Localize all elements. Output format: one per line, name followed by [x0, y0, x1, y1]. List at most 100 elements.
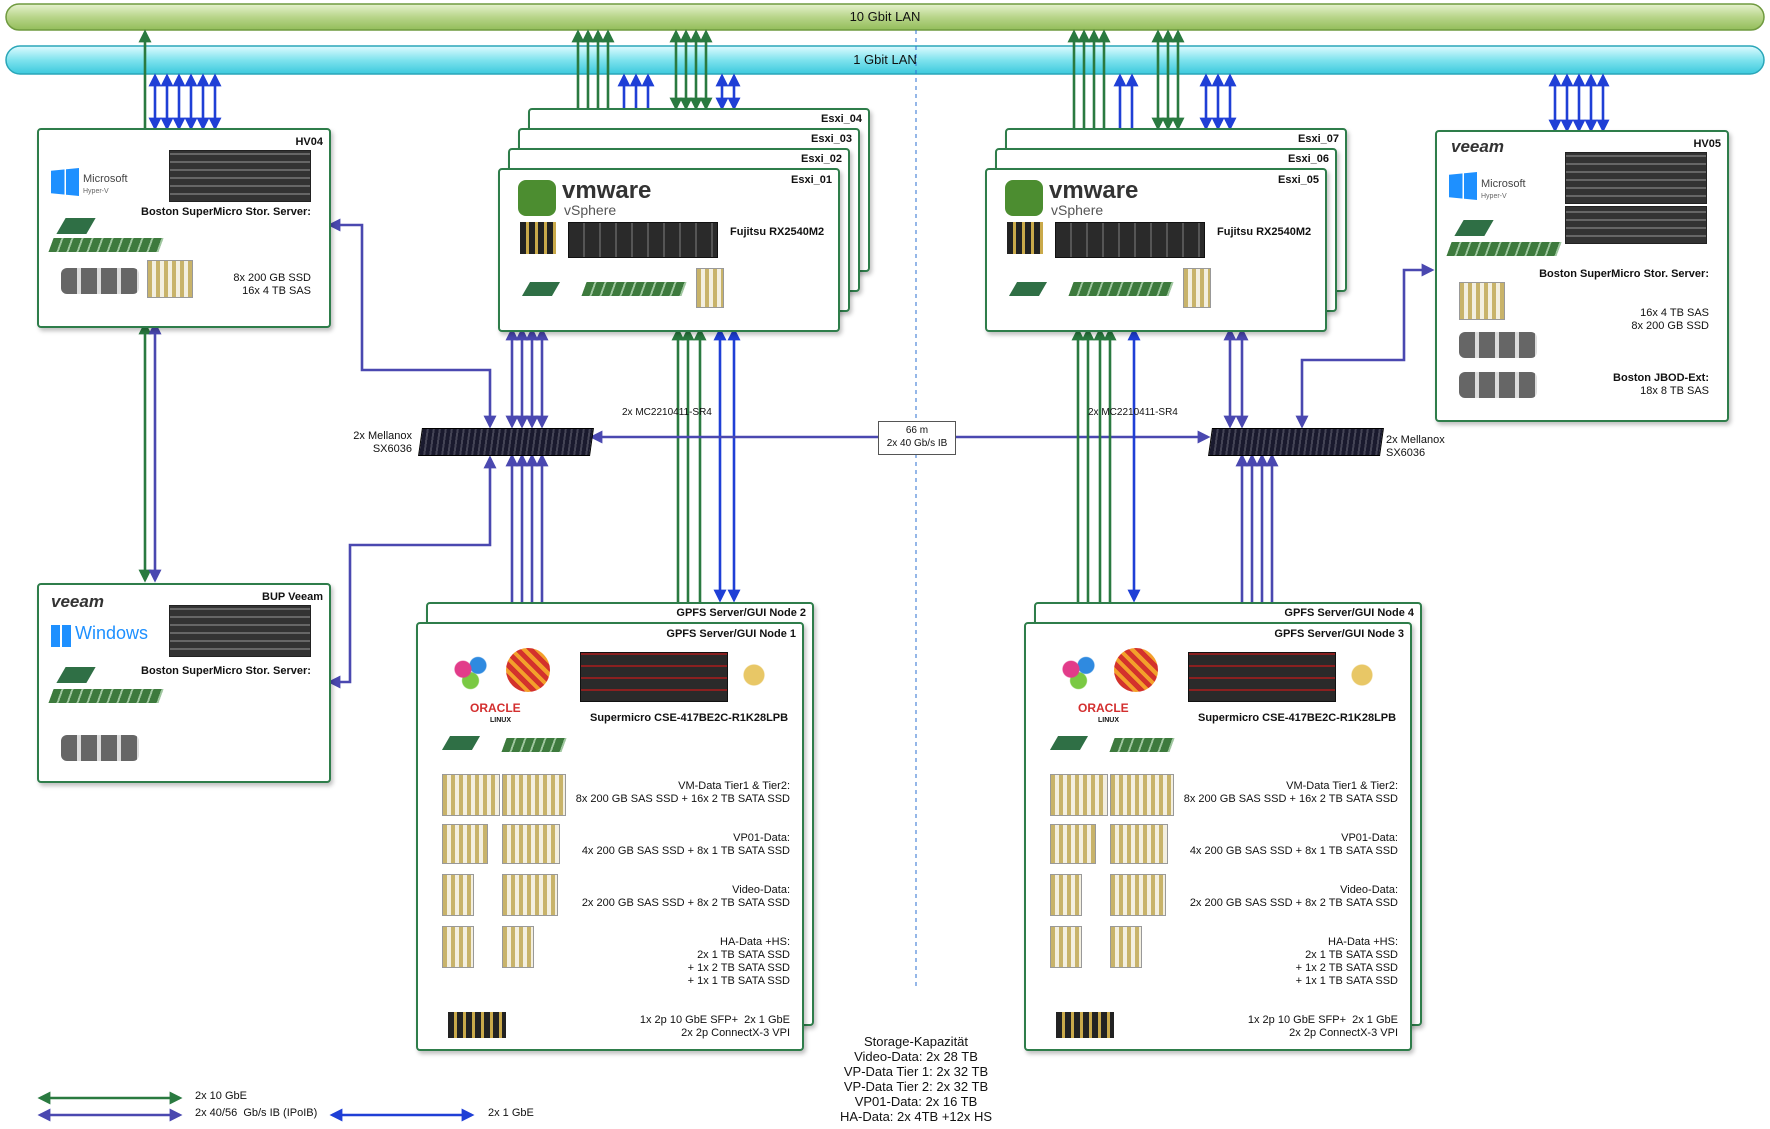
bup-veeam-box: BUP Veeam veeam Windows Boston SuperMicr… — [37, 583, 331, 783]
vmware-logo-icon — [1005, 180, 1043, 216]
capacity-line: VP-Data Tier 1: 2x 32 TB — [806, 1064, 1026, 1079]
ssd-icon — [696, 268, 724, 308]
legend-purple-label: 2x 40/56 Gb/s IB (IPoIB) — [195, 1107, 317, 1120]
microsoft-logo-icon — [1449, 172, 1477, 200]
red-hat-logo-icon — [1114, 648, 1158, 692]
nic-card-icon — [520, 222, 556, 254]
hv05-title: HV05 — [1693, 138, 1721, 151]
ssd-stack-icon — [502, 824, 560, 864]
hv04-mellanox-link — [330, 225, 490, 426]
vmware-sub: vSphere — [1051, 202, 1103, 218]
ssd-stack-icon — [502, 774, 566, 816]
ssd-icon — [1459, 282, 1505, 320]
cpu-icon — [442, 736, 480, 750]
red-hat-logo-icon — [506, 648, 550, 692]
memory-icon — [1109, 738, 1174, 752]
gpfs-node4-title: GPFS Server/GUI Node 4 — [1284, 607, 1414, 620]
gpfs-right-block-vm: VM-Data Tier1 & Tier2: 8x 200 GB SAS SSD… — [1184, 780, 1398, 806]
storage-capacity: Storage-Kapazität Video-Data: 2x 28 TB V… — [806, 1034, 1026, 1124]
esxi-left-server: Fujitsu RX2540M2 — [730, 226, 824, 239]
chassis-icon — [1188, 652, 1336, 702]
cpu-icon — [1454, 220, 1493, 236]
vmware-brand: vmware — [1049, 178, 1138, 204]
gpfs-node1-title: GPFS Server/GUI Node 1 — [666, 628, 796, 641]
rack-server-icon — [169, 150, 311, 202]
hv04-spec-ssd: 8x 200 GB SSD — [233, 272, 311, 285]
ssd-stack-icon — [442, 926, 474, 968]
memory-icon — [48, 689, 163, 703]
interlink-label: 66 m 2x 40 Gb/s IB — [878, 421, 956, 455]
gpfs-left-block-vm: VM-Data Tier1 & Tier2: 8x 200 GB SAS SSD… — [576, 780, 790, 806]
veeam-logo: veeam — [51, 595, 104, 608]
hv05-server-box: HV05 veeam Microsoft Hyper-V Boston Supe… — [1435, 130, 1729, 422]
windows-logo-text: Windows — [75, 627, 148, 640]
sas-logo-icon — [1344, 660, 1380, 690]
gpfs-node2-title: GPFS Server/GUI Node 2 — [676, 607, 806, 620]
hv04-title: HV04 — [295, 136, 323, 149]
mellanox-left-switch-icon — [418, 428, 594, 456]
esxi-05-title: Esxi_05 — [1278, 174, 1319, 187]
rack-server-icon — [1055, 222, 1205, 258]
chassis-icon — [580, 652, 728, 702]
windows-logo-icon — [51, 625, 71, 647]
ssd-stack-icon — [1050, 824, 1096, 864]
gpfs-node3-title: GPFS Server/GUI Node 3 — [1274, 628, 1404, 641]
sas-logo-icon — [736, 660, 772, 690]
gpfs-left-block-video: Video-Data: 2x 200 GB SAS SSD + 8x 2 TB … — [582, 884, 790, 910]
legend-green-label: 2x 10 GbE — [195, 1090, 247, 1103]
esxi-05-box: Esxi_05 vmware vSphere Fujitsu RX2540M2 — [985, 168, 1327, 332]
esxi-01-title: Esxi_01 — [791, 174, 832, 187]
gpfs-left-block-vp01: VP01-Data: 4x 200 GB SAS SSD + 8x 1 TB S… — [582, 832, 790, 858]
hv04-brand-sub: Hyper-V — [83, 185, 109, 198]
capacity-line: Video-Data: 2x 28 TB — [806, 1049, 1026, 1064]
ssd-stack-icon — [1050, 926, 1082, 968]
hv04-spec-sas: 16x 4 TB SAS — [242, 285, 311, 298]
cpu-icon — [56, 667, 95, 683]
bup-server-label: Boston SuperMicro Stor. Server: — [141, 665, 311, 678]
gpfs-left-nics: 1x 2p 10 GbE SFP+ 2x 1 GbE 2x 2p Connect… — [640, 1014, 790, 1040]
hv05-spec-ssd: 8x 200 GB SSD — [1631, 320, 1709, 333]
ssd-stack-icon — [502, 926, 534, 968]
hdd-icon — [1459, 372, 1537, 398]
ssd-stack-icon — [442, 874, 474, 916]
lan-10gbit-label: 10 Gbit LAN — [820, 10, 950, 23]
rack-server-icon — [568, 222, 718, 258]
capacity-line: HA-Data: 2x 4TB +12x HS — [806, 1109, 1026, 1124]
gpfs-left-chassis: Supermicro CSE-417BE2C-R1K28LPB — [590, 712, 788, 725]
gpfs-hexagon-logo-icon — [1056, 654, 1106, 692]
ssd-stack-icon — [1050, 774, 1108, 816]
mellanox-left-cable: 2x MC2210411-SR4 — [622, 406, 712, 419]
capacity-title: Storage-Kapazität — [806, 1034, 1026, 1049]
vmware-brand: vmware — [562, 178, 651, 204]
esxi-right-server: Fujitsu RX2540M2 — [1217, 226, 1311, 239]
gpfs-left-block-ha: HA-Data +HS: 2x 1 TB SATA SSD + 1x 2 TB … — [688, 936, 790, 988]
esxi-03-title: Esxi_03 — [811, 133, 852, 146]
linux-label: LINUX — [490, 714, 511, 727]
ssd-stack-icon — [1110, 926, 1142, 968]
ssd-stack-icon — [1110, 874, 1166, 916]
mellanox-right-label: 2x Mellanox SX6036 — [1386, 434, 1445, 460]
legend-blue-label: 2x 1 GbE — [488, 1107, 534, 1120]
ssd-stack-icon — [1110, 824, 1168, 864]
memory-icon — [581, 282, 686, 296]
gpfs-right-nics: 1x 2p 10 GbE SFP+ 2x 1 GbE 2x 2p Connect… — [1248, 1014, 1398, 1040]
memory-icon — [1446, 242, 1561, 256]
vmware-logo-icon — [518, 180, 556, 216]
mellanox-right-switch-icon — [1208, 428, 1384, 456]
ssd-stack-icon — [1110, 774, 1174, 816]
hv05-server-label: Boston SuperMicro Stor. Server: — [1539, 268, 1709, 281]
vmware-sub: vSphere — [564, 202, 616, 218]
hv05-jbod-label: Boston JBOD-Ext: — [1613, 372, 1709, 385]
rack-server-icon — [1565, 152, 1707, 204]
mellanox-left-label: 2x Mellanox SX6036 — [330, 430, 412, 456]
ssd-icon — [147, 260, 193, 298]
esxi-01-box: Esxi_01 vmware vSphere Fujitsu RX2540M2 — [498, 168, 840, 332]
bup-title: BUP Veeam — [262, 591, 323, 604]
esxi-07-title: Esxi_07 — [1298, 133, 1339, 146]
gpfs-node1-box: GPFS Server/GUI Node 1 ORACLE LINUX Supe… — [416, 622, 804, 1051]
memory-icon — [1068, 282, 1173, 296]
gpfs-right-chassis: Supermicro CSE-417BE2C-R1K28LPB — [1198, 712, 1396, 725]
ssd-stack-icon — [442, 774, 500, 816]
esxi-04-title: Esxi_04 — [821, 113, 862, 126]
hv05-jbod-spec: 18x 8 TB SAS — [1640, 385, 1709, 398]
